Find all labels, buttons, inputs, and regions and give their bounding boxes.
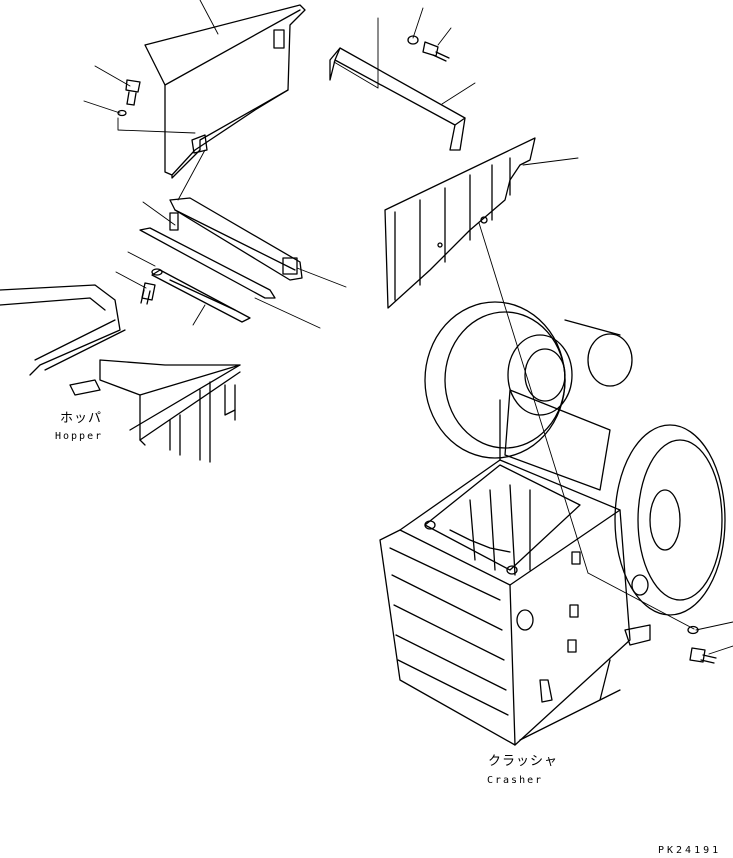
hopper [0,285,240,462]
liner-plate [385,138,535,308]
hopper-label-en: Hopper [55,431,104,442]
chute-plate [145,5,305,178]
hopper-label-jp: ホッパ [60,411,103,426]
figure-code: PK24191 [658,845,722,856]
bolt-lower-right [688,627,716,664]
bracket-bar [170,198,302,280]
crusher-label-jp: クラッシャ [488,754,559,769]
crusher [380,302,725,745]
leader-lines [84,0,733,654]
side-plate [330,48,465,150]
bolt-upper-left [118,80,140,116]
bolt-lower-left [141,269,162,304]
crusher-label-en: Crasher [487,775,544,786]
seal-strip [140,228,275,322]
bolt-upper-right [408,36,449,61]
